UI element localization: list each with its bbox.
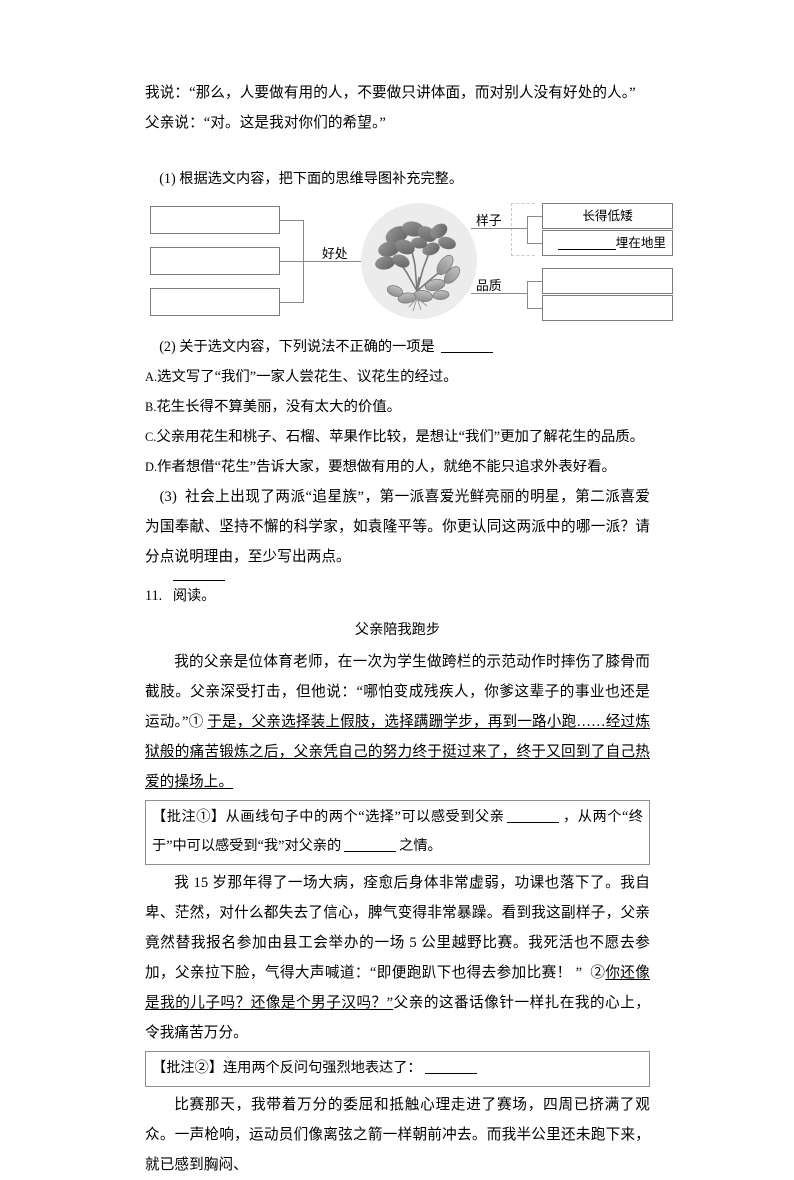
question-3-text: 社会上出现了两派“追星族”，第一派喜爱光鲜亮丽的明星，第二派喜爱为国奉献、坚持不… [145, 489, 650, 565]
passage-line-2: 父亲说：“对。这是我对你们的希望。” [145, 115, 386, 131]
mindmap-appearance-box-1[interactable]: 长得低矮 [542, 203, 673, 229]
annotation-box-2-label: 【批注②】 [152, 1060, 223, 1076]
item-11-instruction: 阅读。 [172, 588, 216, 604]
mindmap-right-trunk-bottom [471, 293, 507, 294]
question-2-line: (2) 关于选文内容，下列说法不正确的一项是 [145, 332, 650, 362]
mindmap-right-trunk-top [471, 228, 507, 229]
mindmap-quality-bracket-vertical [527, 281, 528, 308]
question-2-answer-blank[interactable] [441, 340, 494, 353]
option-a[interactable]: A.选文写了“我们”一家人尝花生、议花生的经过。 [145, 362, 650, 392]
passage-line-1: 我说：“那么，人要做有用的人，不要做只讲体面，而对别人没有好处的人。” [145, 85, 636, 101]
mindmap-appearance-connector-2 [527, 243, 543, 244]
mindmap-appearance-stem [507, 228, 527, 229]
mindmap-left-box-2[interactable] [150, 247, 280, 275]
option-b-text: 花生长得不算美丽，没有太大的价值。 [156, 399, 402, 415]
mindmap-left-box-3[interactable] [150, 288, 280, 316]
question-1-text: 根据选文内容，把下面的思维导图补充完整。 [179, 171, 464, 187]
article-paragraph-2-plain-a: 我 15 岁那年得了一场大病，痊愈后身体非常虚弱，功课也落下了。我自卑、茫然，对… [145, 875, 650, 981]
mindmap-quality-connector-1 [527, 281, 543, 282]
annotation-box-1-text-3: 之情。 [399, 838, 442, 854]
article-paragraph-1-plain: 我的父亲是位体育老师，在一次为学生做跨栏的示范动作时摔伤了膝骨而截肢。父亲深受打… [145, 654, 650, 730]
article-paragraph-3: 比赛那天，我带着万分的委屈和抵触心理走进了赛场，四周已挤满了观众。一声枪响，运动… [145, 1097, 650, 1173]
option-d[interactable]: D.作者想借“花生”告诉大家，要想做有用的人，就绝不能只追求外表好看。 [145, 452, 650, 482]
option-b[interactable]: B.花生长得不算美丽，没有太大的价值。 [145, 392, 650, 422]
question-1-number: (1) [159, 171, 176, 187]
mindmap-appearance-box-2[interactable]: 埋在地里 [542, 230, 673, 256]
mindmap-left-trunk [303, 261, 365, 262]
article-paragraph-1-underlined: 于是，父亲选择装上假肢，选择蹒跚学步，再到一路小跑……经过炼狱般的痛苦锻炼之后，… [145, 714, 651, 790]
annotation-box-2: 【批注②】连用两个反问句强烈地表达了： [145, 1051, 650, 1087]
question-1-line: (1) 根据选文内容，把下面的思维导图补充完整。 [145, 164, 650, 194]
annotation-box-1-text-2: ，从两个“终于”中可以感受到“我”对父亲的 [152, 809, 643, 854]
option-d-label: D. [145, 460, 158, 474]
annotation-box-2-blank[interactable] [424, 1061, 477, 1074]
option-c[interactable]: C.父亲用花生和桃子、石榴、苹果作比较，是想让“我们”更加了解花生的品质。 [145, 422, 650, 452]
mindmap-appearance-connector-1 [527, 216, 543, 217]
annotation-box-1: 【批注①】从画线句子中的两个“选择”可以感受到父亲，从两个“终于”中可以感受到“… [145, 800, 650, 865]
option-a-text: 选文写了“我们”一家人尝花生、议花生的经过。 [157, 369, 458, 385]
exam-page: 我说：“那么，人要做有用的人，不要做只讲体面，而对别人没有好处的人。” 父亲说：… [145, 85, 673, 1173]
annotation-box-2-content: 【批注②】连用两个反问句强烈地表达了： [152, 1054, 643, 1083]
mindmap-quality-connector-2 [527, 308, 543, 309]
annotation-marker-2[interactable]: ② [590, 965, 606, 981]
mindmap-appearance-box-1-text: 长得低矮 [582, 208, 633, 223]
annotation-marker-1[interactable]: ① [188, 714, 204, 730]
mindmap-center-circle [361, 203, 477, 319]
question-2-stem: 关于选文内容，下列说法不正确的一项是 [179, 339, 435, 355]
article-paragraph-2: 我 15 岁那年得了一场大病，痊愈后身体非常虚弱，功课也落下了。我自卑、茫然，对… [145, 868, 650, 1048]
mindmap-appearance-box-2-text: 埋在地里 [615, 235, 666, 250]
item-11-line: 11. 阅读。 [145, 581, 650, 611]
option-d-text: 作者想借“花生”告诉大家，要想做有用的人，就绝不能只追求外表好看。 [157, 459, 616, 475]
article-paragraph-1: 我的父亲是位体育老师，在一次为学生做跨栏的示范动作时摔伤了膝骨而截肢。父亲深受打… [145, 647, 650, 797]
annotation-box-1-label: 【批注①】 [152, 809, 226, 825]
article-paragraph-2-plain-b: 父亲的这番话像针一样扎在我的心上，令我痛苦万分。 [145, 995, 650, 1041]
mindmap-label-appearance: 样子 [475, 214, 503, 228]
mindmap-dashed-guide [511, 203, 535, 256]
annotation-box-1-blank-2[interactable] [344, 839, 397, 852]
option-c-label: C. [145, 430, 157, 444]
question-3-number: (3) [159, 489, 177, 505]
mindmap-quality-box-1[interactable] [542, 268, 673, 294]
mindmap-label-benefits: 好处 [321, 247, 349, 261]
mindmap-left-box-1[interactable] [150, 206, 280, 234]
item-11-number: 11. [145, 588, 163, 604]
article-paragraph-2-underlined: 你还像是我的儿子吗？还像是个男子汉吗？” [145, 965, 650, 1011]
mindmap-left-connector-mid [280, 261, 303, 262]
option-a-label: A. [145, 370, 158, 384]
mindmap-left-connector-top [280, 220, 303, 221]
question-3-answer-rule[interactable] [173, 580, 225, 581]
question-3-line: (3) 社会上出现了两派“追星族”，第一派喜爱光鲜亮丽的明星，第二派喜爱为国奉献… [145, 482, 650, 572]
annotation-box-1-text-1: 从画线句子中的两个“选择”可以感受到父亲 [225, 809, 505, 825]
peanut-plant-icon [375, 221, 461, 312]
spacer [145, 138, 650, 164]
annotation-box-2-text: 连用两个反问句强烈地表达了： [222, 1060, 422, 1076]
mindmap-appearance-box-2-blank[interactable] [557, 237, 616, 250]
annotation-box-1-content: 【批注①】从画线句子中的两个“选择”可以感受到父亲，从两个“终于”中可以感受到“… [152, 803, 643, 861]
question-2-number: (2) [159, 339, 176, 355]
mindmap-quality-stem [507, 293, 527, 294]
option-b-label: B. [145, 400, 157, 414]
mindmap-label-quality: 品质 [475, 279, 503, 293]
mindmap-appearance-bracket-vertical [527, 216, 528, 243]
option-c-text: 父亲用花生和桃子、石榴、苹果作比较，是想让“我们”更加了解花生的品质。 [156, 429, 645, 445]
annotation-box-1-blank-1[interactable] [507, 810, 560, 823]
mindmap-diagram: 好处 [145, 200, 673, 328]
mindmap-left-connector-bottom [280, 302, 303, 303]
article-title: 父亲陪我跑步 [354, 622, 441, 638]
mindmap-quality-box-2[interactable] [542, 295, 673, 321]
